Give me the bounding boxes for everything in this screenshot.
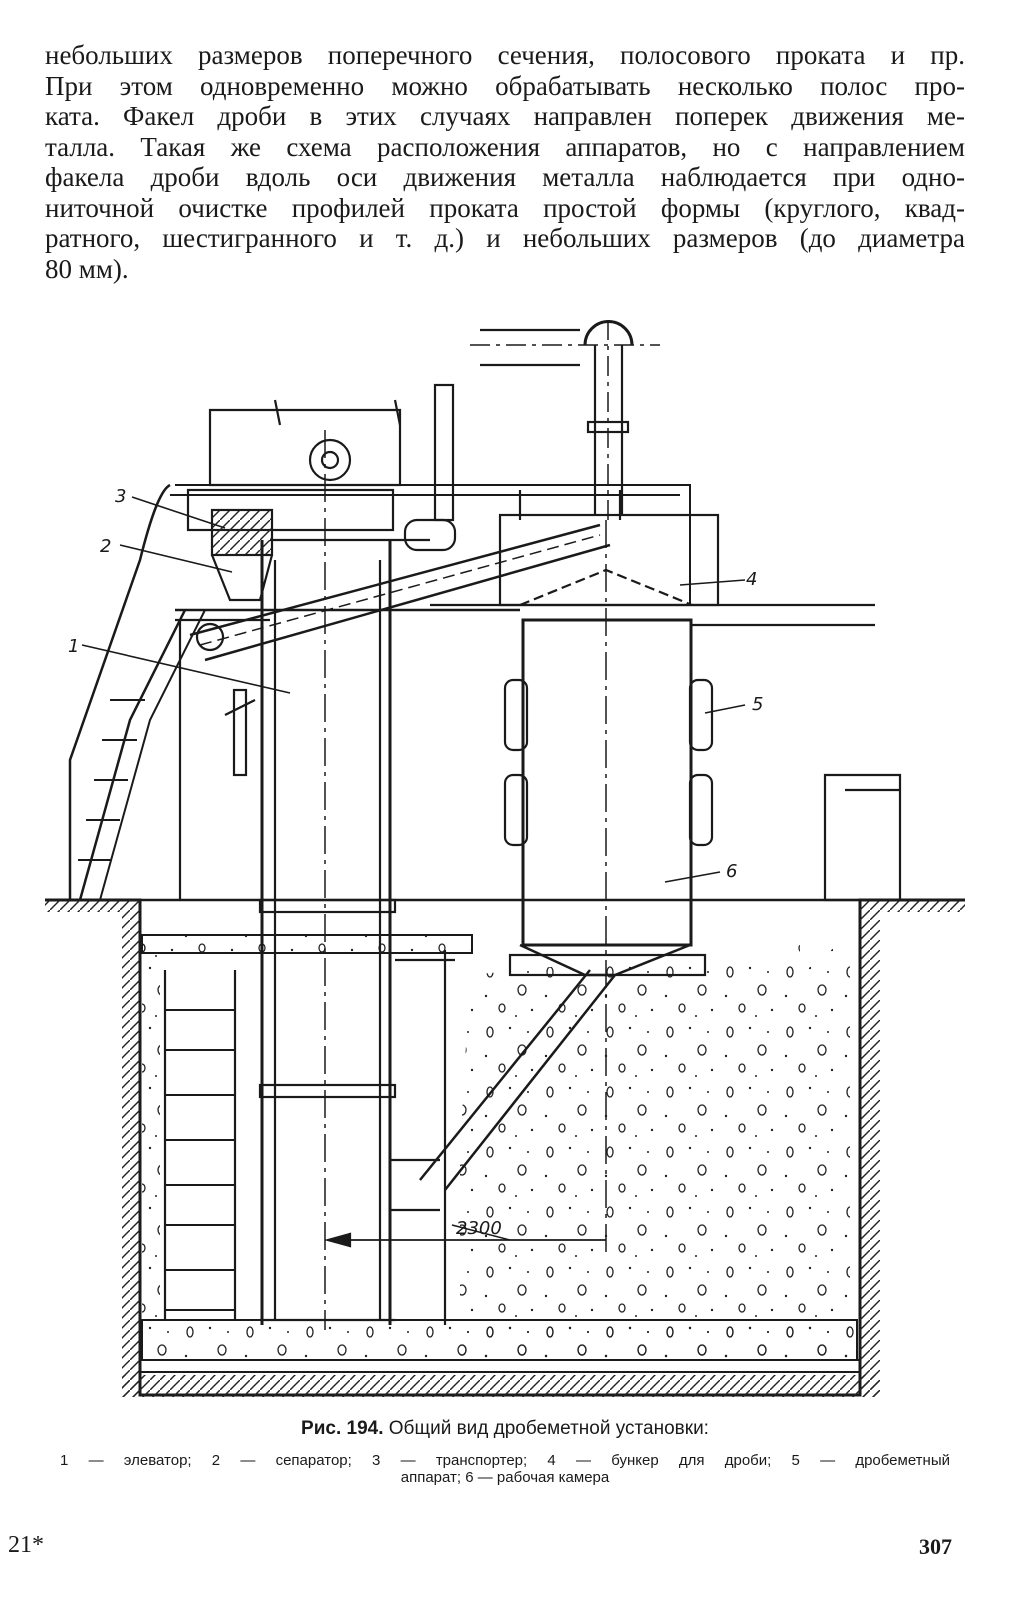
label-separator: 2: [100, 536, 111, 557]
text-line: При этом одновременно можно обрабатывать…: [45, 70, 965, 101]
text-line: факела дроби вдоль оси движения металла …: [45, 162, 965, 192]
text-line: небольших размеров поперечного сечения, …: [45, 40, 965, 70]
figure-number: Рис. 194.: [301, 1418, 384, 1439]
shot-blasting-installation-drawing: 1 2 3 4 5 6 2300: [45, 320, 965, 1397]
legend-line: 1 — элеватор; 2 — сепаратор; 3 — транспо…: [60, 1452, 950, 1469]
text-line: ратного, шестигранного и т. д.) и неболь…: [45, 223, 965, 253]
figure-caption: Рис. 194. Общий вид дробеметной установк…: [0, 1418, 1010, 1440]
page-number: 307: [919, 1534, 952, 1559]
label-conveyor: 3: [115, 486, 126, 507]
label-bunker: 4: [746, 569, 757, 590]
legend-line: аппарат; 6 — рабочая камера: [400, 1469, 610, 1486]
dimension-label: 2300: [456, 1218, 502, 1239]
figure-legend: 1 — элеватор; 2 — сепаратор; 3 — транспо…: [60, 1452, 950, 1486]
text-line: ниточной очистке профилей проката просто…: [45, 192, 965, 223]
figure-title: Общий вид дробеметной установки:: [388, 1418, 709, 1439]
text-line: талла. Такая же схема расположения аппар…: [45, 131, 965, 162]
label-elevator: 1: [68, 636, 79, 657]
figure-labels: 1 2 3 4 5 6 2300: [68, 486, 763, 1239]
signature-mark: 21*: [8, 1532, 44, 1558]
text-line: ката. Факел дроби в этих случаях направл…: [45, 101, 965, 131]
body-paragraph: небольших размеров поперечного сечения, …: [45, 40, 965, 284]
label-apparatus: 5: [752, 694, 763, 715]
text-line: 80 мм).: [45, 253, 129, 284]
label-chamber: 6: [726, 861, 737, 882]
